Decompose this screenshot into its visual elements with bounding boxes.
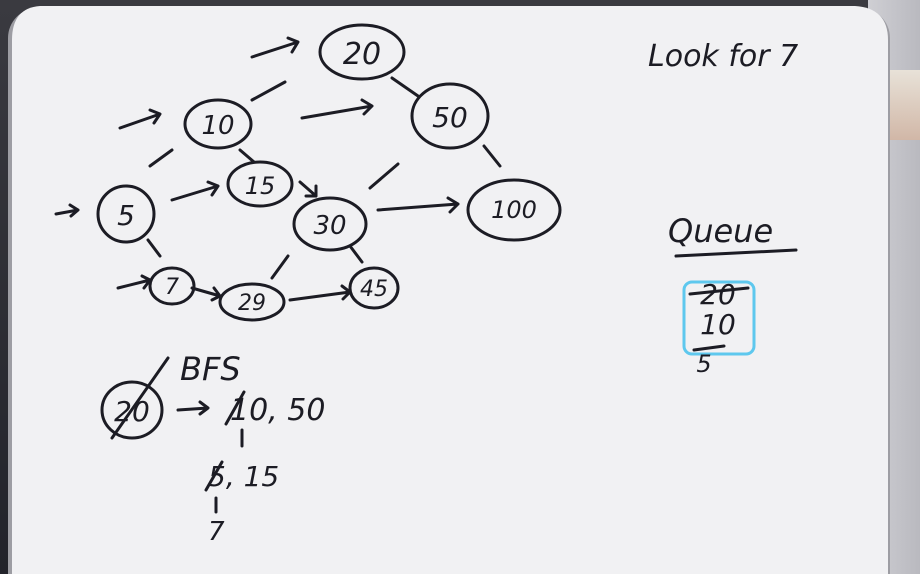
goal-note: Look for 7 — [648, 39, 798, 74]
traversal-arrows — [54, 36, 460, 302]
bfs-root-circle — [100, 380, 164, 440]
node-circle-7 — [148, 266, 196, 306]
node-circle-45 — [348, 266, 400, 310]
queue-heading: Queue — [668, 212, 773, 250]
node-circle-30 — [292, 196, 368, 252]
edge-50-100 — [482, 144, 502, 168]
bfs-level-2-strike — [204, 460, 224, 492]
bfs-notes: BFS 20 10, 50 5, 15 7 — [100, 350, 325, 547]
queue-item-0-strike — [688, 286, 750, 296]
bfs-arrow-icon — [176, 400, 210, 416]
node-circle-5 — [96, 184, 156, 244]
whiteboard-surface — [12, 6, 888, 574]
queue-item-2-strike — [692, 344, 726, 352]
queue-item-2: 5 — [696, 350, 711, 378]
queue-item-1: 10 — [700, 308, 736, 341]
node-label-45: 45 — [360, 277, 388, 302]
bfs-level-1-strike — [224, 390, 246, 426]
bfs-level-1: 10, 50 — [230, 393, 325, 428]
node-circle-15 — [226, 160, 294, 208]
edge-30-29 — [270, 254, 290, 280]
node-label-29: 29 — [238, 291, 266, 316]
node-label-7: 7 — [165, 275, 179, 300]
edge-5-7 — [146, 238, 162, 258]
edge-10-15 — [238, 148, 256, 164]
node-label-15: 15 — [245, 172, 276, 200]
node-circle-100 — [466, 178, 562, 242]
bfs-level-3: 7 — [208, 517, 225, 547]
bfs-root-strike — [110, 356, 170, 440]
node-label-5: 5 — [117, 199, 135, 232]
node-label-10: 10 — [201, 111, 234, 141]
edge-20-50 — [390, 76, 420, 98]
edge-10-5 — [148, 148, 174, 168]
edge-50-30 — [368, 162, 400, 190]
queue-item-0: 20 — [700, 278, 736, 311]
bfs-heading: BFS — [180, 350, 241, 388]
node-label-30: 30 — [313, 211, 346, 241]
node-label-50: 50 — [432, 101, 468, 134]
edge-30-45 — [348, 244, 364, 264]
node-circle-20 — [318, 23, 406, 81]
tree-diagram: 20 10 50 5 15 30 100 7 29 45 — [54, 23, 562, 322]
node-label-100: 100 — [491, 196, 537, 224]
node-circle-29 — [218, 282, 286, 322]
edge-20-10 — [250, 80, 287, 102]
queue-underline — [674, 248, 798, 258]
node-label-20: 20 — [343, 37, 381, 72]
right-notes: Look for 7 Queue 20 10 5 — [648, 39, 798, 378]
queue-highlight-box — [682, 280, 756, 356]
node-circle-50 — [410, 82, 490, 150]
node-circle-10 — [183, 98, 253, 150]
wall-sticker — [886, 70, 920, 140]
